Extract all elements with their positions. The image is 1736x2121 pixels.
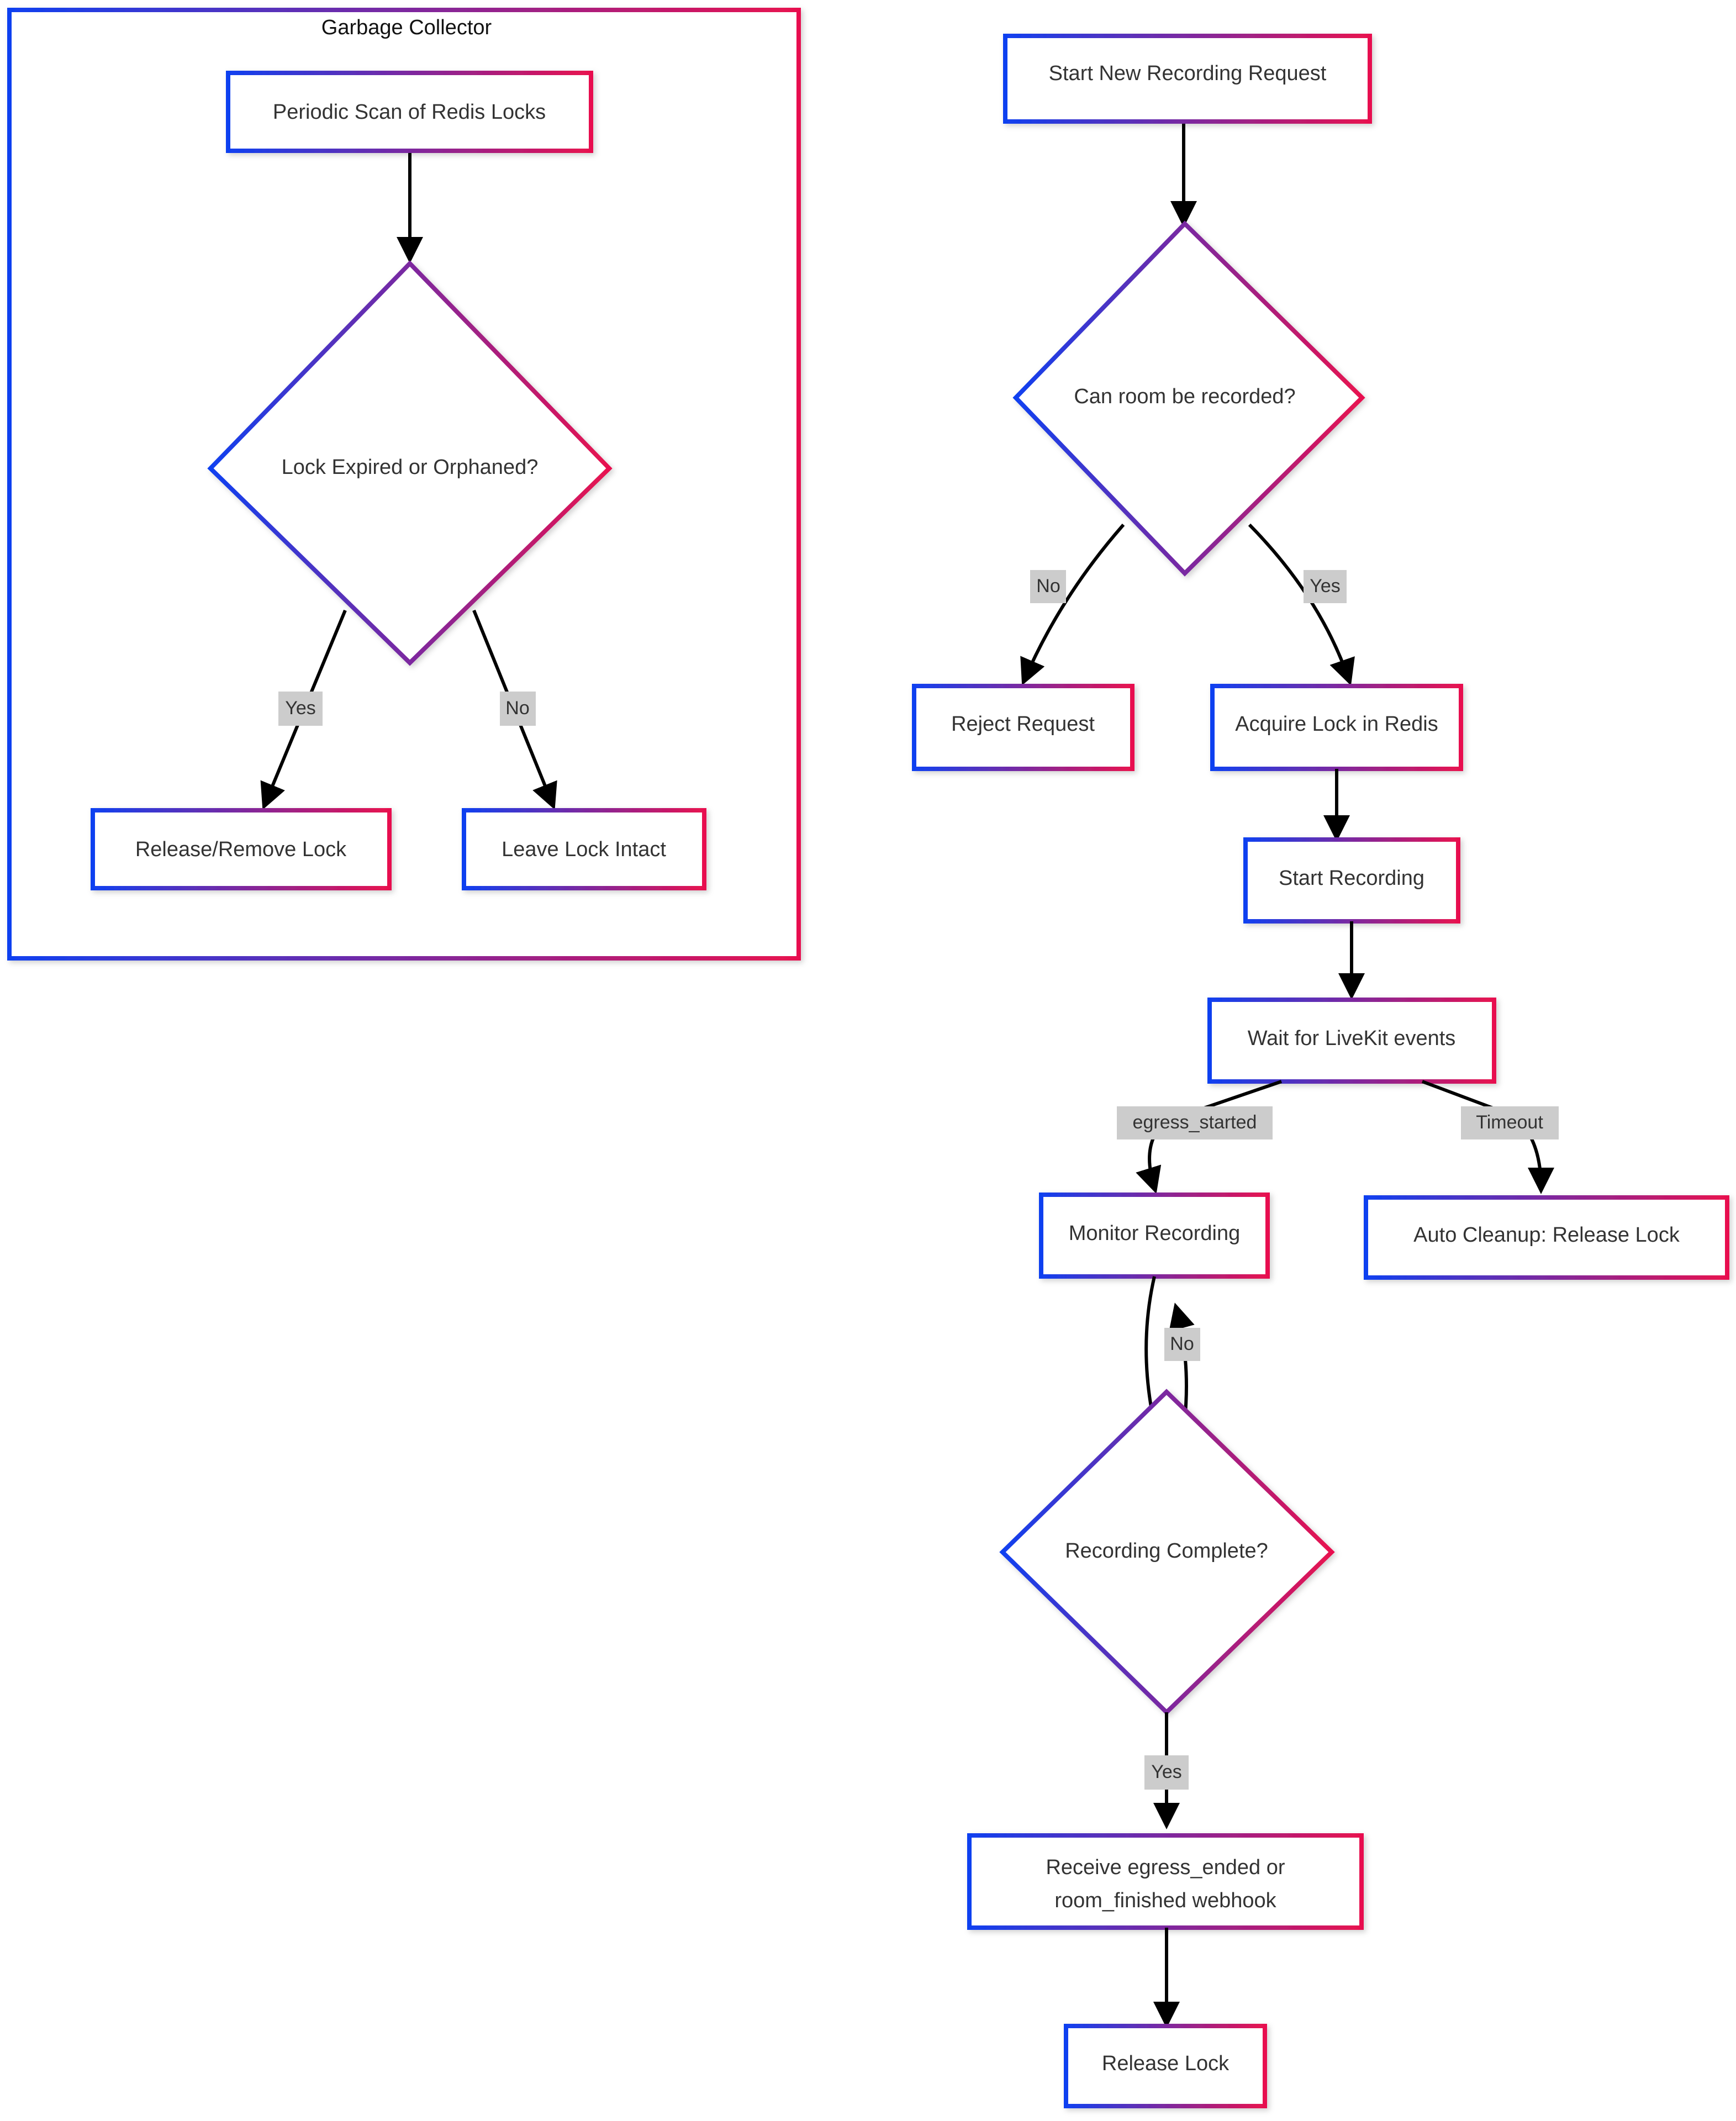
edge-gc-check-to-gc-intact: No bbox=[472, 609, 557, 810]
edge-label-bg bbox=[500, 692, 536, 726]
edge-label-bg bbox=[1461, 1106, 1559, 1139]
node-reject[interactable]: Reject Request bbox=[912, 684, 1135, 771]
node-acquire[interactable]: Acquire Lock in Redis bbox=[1210, 684, 1463, 771]
node-rect bbox=[1003, 34, 1372, 124]
subgraph-title: Garbage Collector bbox=[321, 16, 492, 39]
edge-label: Yes bbox=[1310, 576, 1340, 597]
edge-label: Yes bbox=[1151, 1761, 1181, 1782]
node-label: Recording Complete? bbox=[1065, 1539, 1268, 1563]
edge-path bbox=[1020, 524, 1125, 686]
node-rect bbox=[1207, 998, 1496, 1084]
edge-wait-to-cleanup: Timeout bbox=[1421, 1080, 1559, 1194]
edge-label-bg bbox=[1117, 1106, 1273, 1139]
edge-complete-to-webhook: Yes bbox=[1144, 1712, 1189, 1829]
node-start[interactable]: Start New Recording Request bbox=[1003, 34, 1372, 124]
node-gc-scan[interactable]: Periodic Scan of Redis Locks bbox=[226, 71, 593, 153]
node-label: Reject Request bbox=[951, 713, 1095, 736]
node-complete[interactable]: Recording Complete? bbox=[999, 1389, 1335, 1716]
node-label: Lock Expired or Orphaned? bbox=[282, 456, 539, 479]
node-rect bbox=[462, 808, 706, 890]
node-rect bbox=[1039, 1193, 1270, 1279]
node-rect bbox=[91, 808, 392, 890]
edge-label: egress_started bbox=[1133, 1112, 1257, 1133]
node-wait[interactable]: Wait for LiveKit events bbox=[1207, 998, 1496, 1084]
node-label: Start Recording bbox=[1279, 867, 1424, 890]
edge-label-bg bbox=[1030, 570, 1066, 603]
node-can-record[interactable]: Can room be recorded? bbox=[1012, 220, 1365, 577]
node-diamond bbox=[1012, 220, 1365, 577]
edge-can-record-to-reject: No bbox=[1020, 524, 1125, 686]
node-label: Periodic Scan of Redis Locks bbox=[273, 101, 546, 124]
node-webhook[interactable]: Receive egress_ended or room_finished we… bbox=[967, 1833, 1364, 1930]
edge-label: Yes bbox=[285, 698, 315, 719]
node-label: Auto Cleanup: Release Lock bbox=[1413, 1223, 1680, 1247]
node-start-rec[interactable]: Start Recording bbox=[1243, 837, 1460, 924]
edge-label: No bbox=[505, 698, 529, 719]
node-label: Leave Lock Intact bbox=[502, 838, 666, 861]
node-label: Can room be recorded? bbox=[1074, 385, 1295, 408]
edge-can-record-to-acquire: Yes bbox=[1248, 523, 1355, 686]
node-rect bbox=[967, 1833, 1364, 1930]
node-monitor[interactable]: Monitor Recording bbox=[1039, 1193, 1270, 1279]
node-label: Monitor Recording bbox=[1069, 1222, 1240, 1245]
edge-label-bg bbox=[278, 692, 323, 726]
node-label-line1: Receive egress_ended or bbox=[1046, 1856, 1285, 1879]
edge-label: Timeout bbox=[1476, 1112, 1543, 1133]
node-label: Wait for LiveKit events bbox=[1248, 1027, 1456, 1050]
node-label-line2: room_finished webhook bbox=[1054, 1889, 1276, 1912]
node-label: Release Lock bbox=[1102, 2052, 1230, 2075]
edge-label-bg bbox=[1304, 570, 1347, 603]
edge-label-bg bbox=[1144, 1755, 1189, 1790]
node-rect bbox=[1364, 1195, 1729, 1280]
edge-gc-check-to-gc-release: Yes bbox=[260, 609, 347, 810]
node-release[interactable]: Release Lock bbox=[1064, 2024, 1267, 2108]
node-diamond bbox=[207, 260, 613, 666]
node-label: Release/Remove Lock bbox=[135, 838, 347, 861]
node-gc-release[interactable]: Release/Remove Lock bbox=[91, 808, 392, 890]
node-rect bbox=[1064, 2024, 1267, 2108]
edge-label: No bbox=[1170, 1333, 1194, 1354]
edge-label-bg bbox=[1164, 1328, 1200, 1361]
edge-label: No bbox=[1036, 576, 1060, 597]
node-label: Start New Recording Request bbox=[1049, 62, 1327, 85]
edge-wait-to-monitor: egress_started bbox=[1117, 1080, 1282, 1194]
node-cleanup[interactable]: Auto Cleanup: Release Lock bbox=[1364, 1195, 1729, 1280]
node-label: Acquire Lock in Redis bbox=[1235, 713, 1438, 736]
node-rect bbox=[1243, 837, 1460, 924]
node-rect bbox=[912, 684, 1135, 771]
node-gc-intact[interactable]: Leave Lock Intact bbox=[462, 808, 706, 890]
node-gc-check[interactable]: Lock Expired or Orphaned? bbox=[207, 260, 613, 666]
node-rect bbox=[226, 71, 593, 153]
